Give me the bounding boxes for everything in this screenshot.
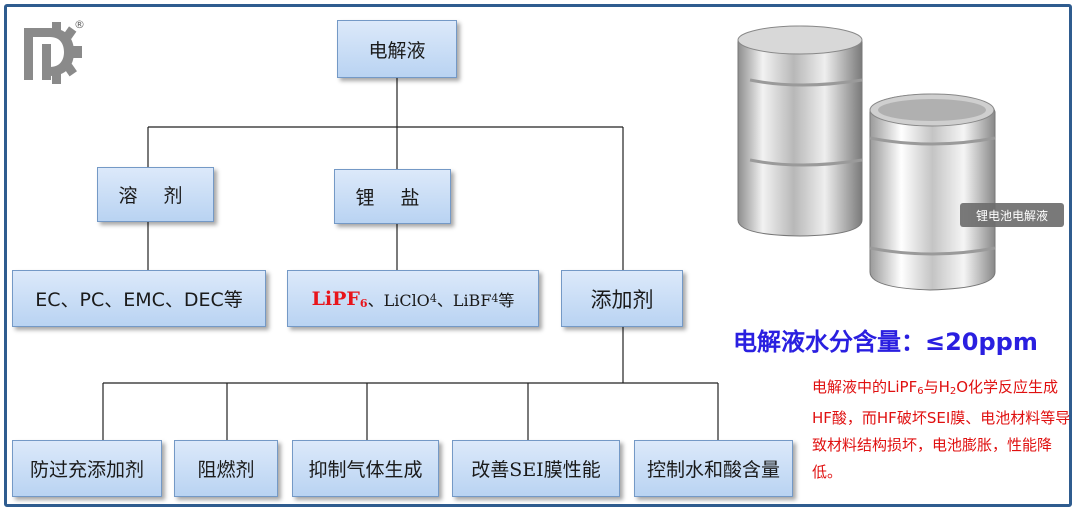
additive-gas-suppression-box: 抑制气体生成 bbox=[292, 440, 439, 497]
solvent-list-box: EC、PC、EMC、DEC等 bbox=[12, 270, 266, 327]
moisture-headline: 电解液水分含量：≤20ppm bbox=[733, 322, 1068, 357]
hf-description: 电解液中的LiPF6与H2O化学反应生成HF酸，而HF破坏SEI膜、电池材料等导… bbox=[812, 374, 1074, 486]
lipf6-highlight: LiPF6 bbox=[312, 288, 368, 310]
solvent-box: 溶 剂 bbox=[97, 167, 214, 222]
lithium-salt-box: 锂 盐 bbox=[334, 169, 451, 224]
additive-box: 添加剂 bbox=[561, 270, 683, 327]
additive-flame-retardant-box: 阻燃剂 bbox=[174, 440, 278, 497]
additive-overcharge-box: 防过充添加剂 bbox=[12, 440, 162, 497]
additive-sei-box: 改善SEI膜性能 bbox=[452, 440, 620, 497]
electrolyte-barrels-photo bbox=[730, 20, 1065, 300]
electrolyte-box: 电解液 bbox=[337, 20, 457, 78]
product-label: 锂电池电解液 bbox=[960, 203, 1064, 227]
additive-water-acid-box: 控制水和酸含量 bbox=[634, 440, 793, 497]
